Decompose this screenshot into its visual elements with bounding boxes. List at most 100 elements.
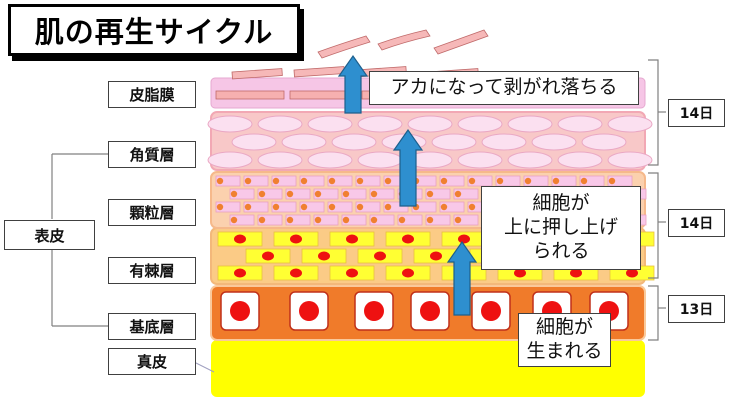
granular-granule bbox=[552, 177, 560, 185]
granular-granule bbox=[384, 203, 392, 211]
granular-granule bbox=[244, 203, 252, 211]
granular-granule bbox=[314, 216, 322, 224]
granular-granule bbox=[468, 203, 476, 211]
corneum-cell bbox=[207, 115, 253, 133]
corneum-cell bbox=[357, 151, 403, 169]
basal-cells bbox=[220, 291, 629, 331]
granular-cell bbox=[313, 188, 339, 200]
duration-bottom: 13日 bbox=[668, 295, 725, 323]
spinous-nucleus bbox=[262, 251, 274, 261]
spinous-nucleus bbox=[290, 268, 302, 278]
spinous-nucleus bbox=[458, 234, 470, 244]
label-basal: 基底層 bbox=[108, 313, 196, 340]
granular-cell bbox=[341, 214, 367, 226]
granular-granule bbox=[328, 177, 336, 185]
label-spinous: 有棘層 bbox=[108, 257, 196, 284]
duration-top: 14日 bbox=[668, 99, 725, 127]
corneum-cell bbox=[481, 133, 527, 151]
arrow-top bbox=[337, 54, 369, 114]
granular-granule bbox=[356, 203, 364, 211]
label-stratum-corneum: 角質層 bbox=[108, 141, 196, 168]
granular-cell bbox=[439, 175, 465, 187]
label-dermis: 真皮 bbox=[108, 348, 196, 375]
granular-cell bbox=[453, 188, 479, 200]
granular-cell bbox=[299, 201, 325, 213]
granular-granule bbox=[272, 203, 280, 211]
granular-granule bbox=[454, 190, 462, 198]
granular-granule bbox=[230, 190, 238, 198]
granular-cell bbox=[327, 201, 353, 213]
granular-granule bbox=[258, 216, 266, 224]
granular-granule bbox=[342, 190, 350, 198]
flake bbox=[377, 29, 431, 51]
granular-cell bbox=[467, 175, 493, 187]
spinous-nucleus bbox=[570, 268, 582, 278]
granular-cell bbox=[285, 214, 311, 226]
granular-granule bbox=[468, 177, 476, 185]
spinous-nucleus bbox=[346, 268, 358, 278]
corneum-cell bbox=[307, 151, 353, 169]
arrow-middle bbox=[392, 128, 424, 207]
granular-granule bbox=[314, 190, 322, 198]
granular-cell bbox=[271, 175, 297, 187]
corneum-cell bbox=[231, 133, 277, 151]
arrow-bottom bbox=[446, 240, 478, 316]
corneum-cell bbox=[257, 115, 303, 133]
flake bbox=[231, 68, 283, 80]
granular-granule bbox=[258, 190, 266, 198]
granular-cell bbox=[257, 214, 283, 226]
granular-cell bbox=[271, 201, 297, 213]
spinous-nucleus bbox=[402, 234, 414, 244]
spinous-nucleus bbox=[626, 268, 638, 278]
corneum-cell bbox=[581, 133, 627, 151]
granular-granule bbox=[286, 190, 294, 198]
granular-granule bbox=[328, 203, 336, 211]
granular-granule bbox=[300, 203, 308, 211]
upward-arrows bbox=[337, 54, 478, 316]
page-title: 肌の再生サイクル bbox=[34, 15, 274, 49]
spinous-nucleus bbox=[402, 268, 414, 278]
duration-brackets bbox=[648, 59, 666, 341]
granular-granule bbox=[230, 216, 238, 224]
granular-granule bbox=[384, 177, 392, 185]
granular-cell bbox=[425, 214, 451, 226]
flake bbox=[293, 66, 345, 78]
granular-cell bbox=[411, 201, 437, 213]
granular-granule bbox=[524, 177, 532, 185]
corneum-cell bbox=[607, 151, 653, 169]
granular-granule bbox=[370, 190, 378, 198]
title-box: 肌の再生サイクル bbox=[8, 4, 300, 56]
basal-nucleus bbox=[299, 301, 319, 321]
flake bbox=[317, 35, 371, 59]
basal-nucleus bbox=[481, 301, 501, 321]
dermis-pointer bbox=[193, 361, 215, 373]
granular-cell bbox=[313, 214, 339, 226]
corneum-cell bbox=[257, 151, 303, 169]
granular-granule bbox=[426, 216, 434, 224]
granular-granule bbox=[272, 177, 280, 185]
granular-cell bbox=[453, 214, 479, 226]
epidermis-bracket bbox=[51, 153, 108, 327]
granular-cell bbox=[215, 201, 241, 213]
spinous-nucleus bbox=[430, 251, 442, 261]
spinous-nucleus bbox=[234, 234, 246, 244]
granular-granule bbox=[244, 177, 252, 185]
granular-cell bbox=[285, 188, 311, 200]
granular-granule bbox=[440, 203, 448, 211]
granular-granule bbox=[440, 177, 448, 185]
corneum-cell bbox=[457, 115, 503, 133]
granular-granule bbox=[398, 216, 406, 224]
granular-cell bbox=[257, 188, 283, 200]
granular-granule bbox=[356, 177, 364, 185]
granular-cell bbox=[243, 175, 269, 187]
corneum-cells bbox=[207, 115, 653, 169]
spinous-nucleus bbox=[346, 234, 358, 244]
granular-cell bbox=[229, 214, 255, 226]
flake bbox=[433, 29, 489, 55]
basal-nucleus bbox=[230, 301, 250, 321]
corneum-cell bbox=[557, 115, 603, 133]
spinous-nucleus bbox=[514, 268, 526, 278]
granular-granule bbox=[370, 216, 378, 224]
granular-granule bbox=[426, 190, 434, 198]
granular-granule bbox=[608, 177, 616, 185]
